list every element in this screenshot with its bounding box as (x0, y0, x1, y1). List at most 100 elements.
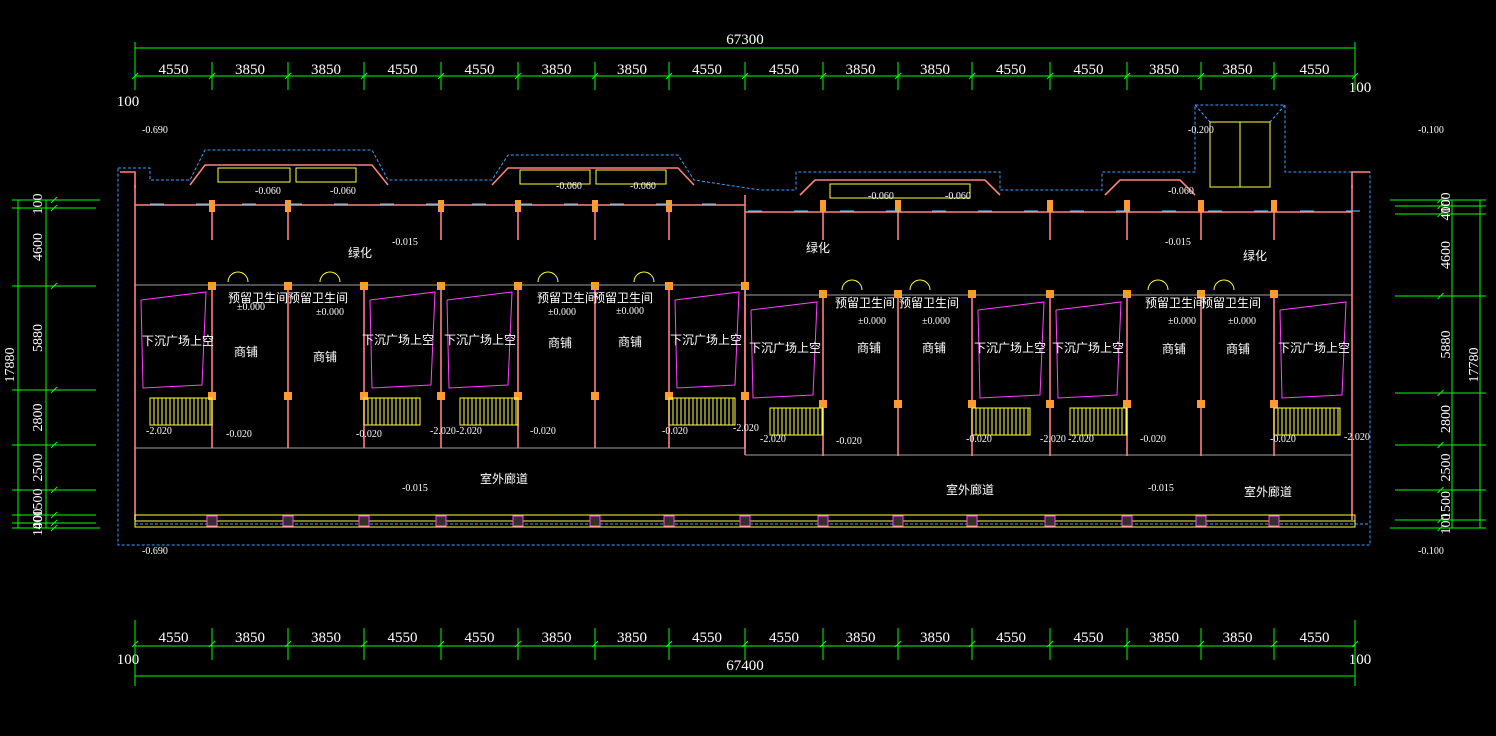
railing-post (358, 515, 370, 527)
label-shop-1: 商铺 (234, 344, 258, 359)
left-dim-slash (50, 519, 58, 527)
column (1270, 290, 1278, 298)
bottom-left-end-offset: 100 (117, 652, 140, 668)
top-dim-slash (591, 72, 599, 80)
bottom-dim-slash (591, 640, 599, 648)
bottom-dim-slash (1270, 640, 1278, 648)
top-dim-bay-label: 4550 (388, 62, 418, 78)
column (1123, 290, 1131, 298)
level-green-1: -0.015 (392, 237, 418, 248)
level-stair-8: -2.020 (733, 423, 759, 434)
level-stair-3: -0.020 (356, 429, 382, 440)
railing-post (1044, 515, 1056, 527)
left-dim-segment-label: 400 (31, 509, 46, 530)
bottom-dim-bay-label: 4550 (159, 630, 189, 646)
bottom-dim-slash (1197, 640, 1205, 648)
top-dim-slash (1351, 72, 1359, 80)
column (591, 392, 599, 400)
stair-outline (668, 397, 736, 426)
bottom-dim-bay-label: 4550 (996, 630, 1026, 646)
bottom-dim-slash (1123, 640, 1131, 648)
left-dim-segment-label: 2800 (31, 404, 46, 432)
bottom-dim-slash (284, 640, 292, 648)
bottom-dim-bay-label: 3850 (920, 630, 950, 646)
top-entrances (189, 164, 1196, 199)
void-outline (140, 291, 207, 389)
bottom-dim-slash (131, 640, 139, 648)
column (894, 400, 902, 408)
railing-post (817, 515, 829, 527)
level-corr-1: -0.015 (402, 483, 428, 494)
label-shop-7: 商铺 (1162, 341, 1186, 356)
level-wc-6: ±0.000 (922, 316, 950, 327)
right-total-dimension: 17780 (1467, 348, 1482, 383)
top-dim-slash (437, 72, 445, 80)
right-dim-slash (1437, 389, 1444, 397)
column (592, 200, 598, 212)
bottom-dim-slash (1046, 640, 1054, 648)
railing-post (1195, 515, 1207, 527)
void-outline (977, 301, 1045, 399)
railing-post (282, 515, 294, 527)
bottom-dim-slash (514, 640, 522, 648)
label-wc-8: 预留卫生间 (1201, 296, 1261, 310)
railing-post (435, 515, 447, 527)
column (285, 200, 291, 212)
column (1271, 200, 1277, 212)
level-stair-7: -0.020 (662, 426, 688, 437)
top-dim-slash (131, 72, 139, 80)
column (360, 392, 368, 400)
level-botright: -0.100 (1418, 546, 1444, 557)
top-dim-slash (894, 72, 902, 80)
label-void-2: 下沉广场上空 (362, 333, 434, 347)
level-stair-11: -0.020 (966, 434, 992, 445)
bottom-dim-bay-label: 3850 (846, 630, 876, 646)
level-wc-2: ±0.000 (316, 307, 344, 318)
railing-post (663, 515, 675, 527)
right-dim-segment-label: 4600 (1439, 241, 1454, 269)
left-dim-segment-label: 100 (31, 194, 46, 215)
bottom-dim-bay-label: 3850 (1149, 630, 1179, 646)
label-shop-3: 商铺 (548, 335, 572, 350)
top-dim-slash (968, 72, 976, 80)
top-dim-slash (360, 72, 368, 80)
level-stair-10: -0.020 (836, 436, 862, 447)
left-dim-slash (50, 511, 58, 519)
top-dim-bay-label: 3850 (920, 62, 950, 78)
column (209, 200, 215, 212)
bottom-dim-bay-label: 4550 (769, 630, 799, 646)
label-corridor-3: 室外廊道 (1244, 484, 1292, 499)
bottom-right-end-offset: 100 (1349, 652, 1372, 668)
bottom-dim-bay-label: 3850 (617, 630, 647, 646)
bottom-dim-slash (819, 640, 827, 648)
bottom-dim-bay-label: 3850 (235, 630, 265, 646)
door-swing (633, 271, 655, 283)
stair-outline (971, 407, 1031, 436)
top-dim-slash (1197, 72, 1205, 80)
label-wc-6: 预留卫生间 (899, 296, 959, 310)
column (1124, 200, 1130, 212)
column (1197, 400, 1205, 408)
column (437, 392, 445, 400)
top-dim-slash (1123, 72, 1131, 80)
top-dim-bay-label: 3850 (542, 62, 572, 78)
void-outline (1055, 301, 1122, 399)
void-outline (674, 291, 740, 389)
label-green-1: 绿化 (348, 245, 372, 260)
railing-post (966, 515, 978, 527)
stair-outline (769, 407, 824, 436)
level-stair-14: -0.020 (1140, 434, 1166, 445)
column (437, 282, 445, 290)
bottom-dim-slash (665, 640, 673, 648)
railing-post (892, 515, 904, 527)
label-void-5: 下沉广场上空 (749, 341, 821, 355)
level-stair-6: -0.020 (530, 426, 556, 437)
railing-post (589, 515, 601, 527)
top-dim-slash (514, 72, 522, 80)
top-dim-bay-label: 4550 (769, 62, 799, 78)
bottom-dim-bay-label: 3850 (311, 630, 341, 646)
top-total-dimension: 67300 (726, 32, 764, 48)
